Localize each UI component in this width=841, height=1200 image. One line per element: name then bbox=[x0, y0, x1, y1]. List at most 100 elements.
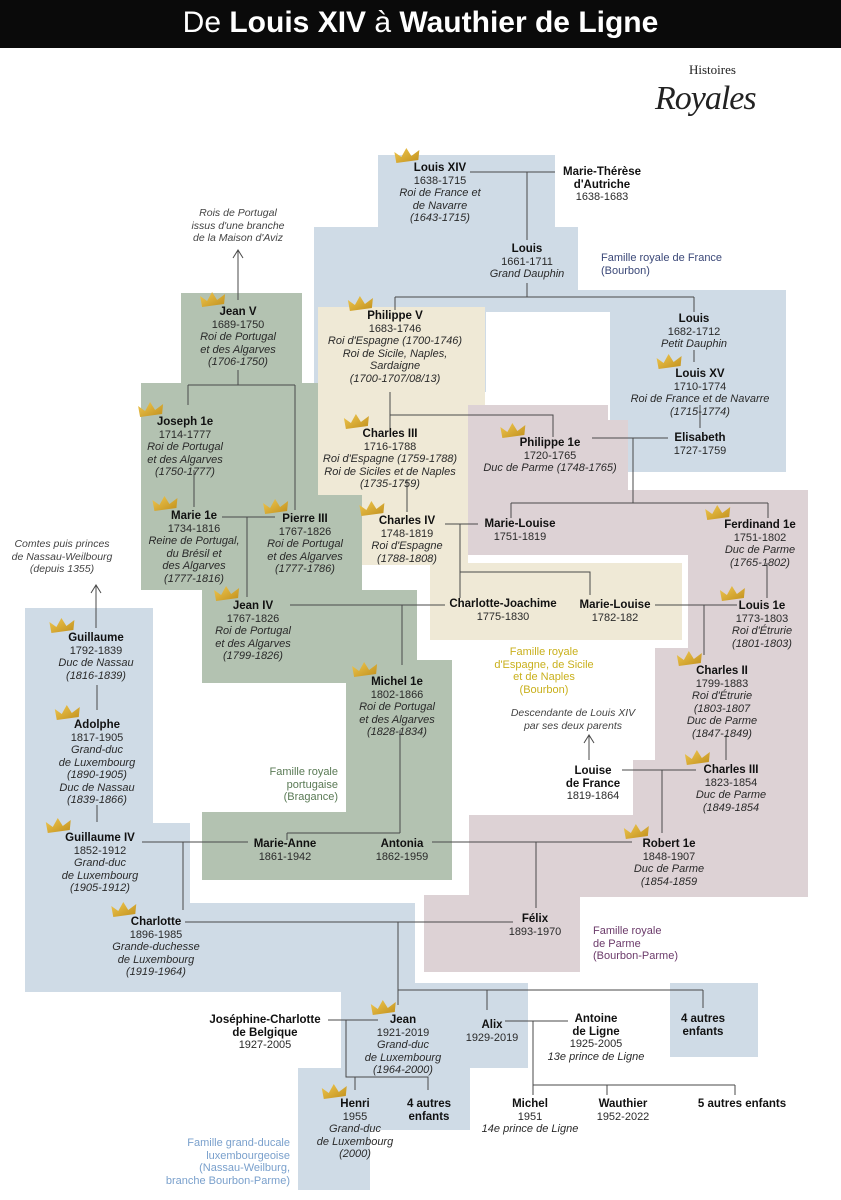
person-name: Joséphine-Charlotte de Belgique bbox=[209, 1014, 321, 1039]
person-name: Adolphe bbox=[73, 719, 120, 731]
crown-icon bbox=[719, 585, 747, 602]
family-label-france: Famille royale de France (Bourbon) bbox=[601, 252, 723, 277]
person-name: Robert 1e bbox=[642, 838, 696, 850]
person-name: Charlotte-Joachime bbox=[449, 598, 557, 610]
person-title: Petit Dauphin bbox=[660, 338, 728, 350]
person-name: Marie-Louise bbox=[484, 518, 556, 530]
person-name: Pierre III bbox=[282, 513, 328, 525]
person-dates: 1802-1866 bbox=[370, 688, 424, 701]
person-dates: 1748-1819 bbox=[380, 527, 434, 540]
person-dates: 1951 bbox=[517, 1110, 543, 1123]
person-title: 14e prince de Ligne bbox=[481, 1123, 579, 1135]
person-name: Jean IV bbox=[232, 600, 274, 612]
person-name: Henri bbox=[340, 1098, 370, 1110]
person-dates: 1773-1803 bbox=[735, 612, 789, 625]
person-dates: 1952-2022 bbox=[596, 1110, 650, 1123]
crown-icon bbox=[655, 353, 683, 370]
person-title: Roi d'Étrurie (1801-1803) bbox=[731, 625, 793, 650]
person-title: Grand-duc de Luxembourg (1964-2000) bbox=[364, 1039, 442, 1076]
crown-icon bbox=[704, 504, 732, 521]
person-dates: 1817-1905 bbox=[70, 731, 124, 744]
crown-icon bbox=[54, 704, 82, 721]
person-name: 4 autres enfants bbox=[406, 1098, 452, 1123]
title-connector: à bbox=[374, 6, 392, 39]
person-title: Roi de Portugal et des Algarves (1799-18… bbox=[215, 625, 291, 662]
person-name: Elisabeth bbox=[674, 432, 726, 444]
person-title: Roi de Portugal et des Algarves (1706-17… bbox=[200, 331, 276, 368]
person-name: Marie-Louise bbox=[579, 599, 651, 611]
person-name: Marie 1e bbox=[170, 510, 218, 522]
person-name: Charles III bbox=[703, 764, 759, 776]
person-dates: 1751-1819 bbox=[493, 530, 547, 543]
person-dates: 1861-1942 bbox=[258, 850, 312, 863]
person-title: Roi de France et de Navarre (1715-1774) bbox=[630, 393, 770, 418]
person-title: Roi de Portugal et des Algarves (1750-17… bbox=[147, 441, 223, 478]
crown-icon bbox=[45, 817, 73, 834]
person-dates: 1689-1750 bbox=[211, 318, 265, 331]
person-title: Grand-duc de Luxembourg (1905-1912) bbox=[61, 857, 139, 894]
person-dates: 1893-1970 bbox=[508, 925, 562, 938]
family-label-portugal: Famille royale portugaise (Bragance) bbox=[269, 766, 338, 803]
person-dates: 1782-182 bbox=[591, 611, 639, 624]
note-louise-descent: Descendante de Louis XIV par ses deux pa… bbox=[510, 707, 636, 732]
person-title: Roi de France et de Navarre (1643-1715) bbox=[399, 187, 481, 224]
person-name: Joseph 1e bbox=[156, 416, 214, 428]
crown-icon bbox=[359, 500, 387, 517]
person-title: Roi d'Espagne (1700-1746) Roi de Sicile,… bbox=[327, 335, 463, 385]
note-nassau-origin: Comtes puis princes de Nassau-Weilbourg … bbox=[11, 538, 113, 575]
person-dates: 1714-1777 bbox=[158, 428, 212, 441]
person-dates: 1823-1854 bbox=[704, 776, 758, 789]
person-dates: 1716-1788 bbox=[363, 440, 417, 453]
person-name: Philippe V bbox=[367, 310, 423, 322]
person-dates: 1661-1711 bbox=[501, 255, 553, 268]
crown-icon bbox=[48, 617, 76, 634]
crown-icon bbox=[111, 901, 139, 918]
person-name: Jean bbox=[389, 1014, 417, 1026]
person-name: Jean V bbox=[219, 306, 257, 318]
crown-icon bbox=[137, 401, 165, 418]
person-name: Guillaume bbox=[68, 632, 124, 644]
person-name: 4 autres enfants bbox=[680, 1013, 726, 1038]
person-name: Louis bbox=[678, 313, 710, 325]
person-title: Grand-duc de Luxembourg (1890-1905) Duc … bbox=[58, 744, 136, 806]
person-name: 5 autres enfants bbox=[697, 1098, 787, 1110]
person-name: Louis XIV bbox=[413, 162, 467, 174]
person-dates: 1792-1839 bbox=[69, 644, 123, 657]
family-label-parme: Famille royale de Parme (Bourbon-Parme) bbox=[593, 925, 678, 962]
person-name: Louis XV bbox=[675, 368, 725, 380]
person-title: Roi d'Étrurie (1803-1807 Duc de Parme (1… bbox=[686, 690, 758, 740]
crown-icon bbox=[351, 661, 379, 678]
person-dates: 1819-1864 bbox=[566, 790, 620, 802]
note-portugal-origin: Rois de Portugal issus d'une branche de … bbox=[191, 207, 285, 244]
person-name: Philippe 1e bbox=[519, 437, 581, 449]
crown-icon bbox=[320, 1083, 348, 1100]
crown-icon bbox=[262, 498, 290, 515]
person-dates: 1775-1830 bbox=[476, 610, 530, 623]
